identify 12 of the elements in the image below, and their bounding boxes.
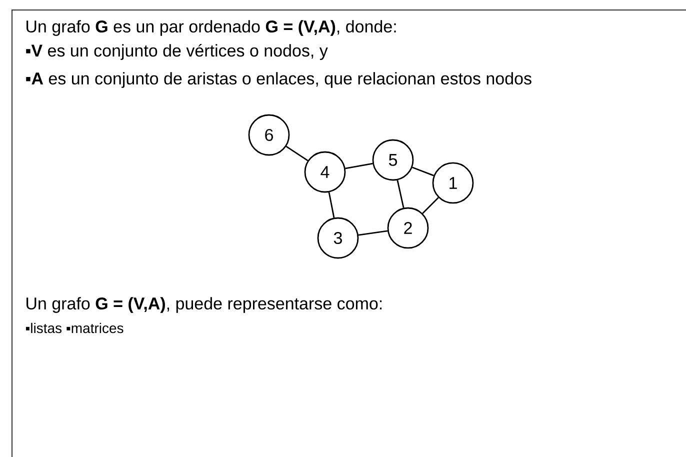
text-line: ▪V es un conjunto de vértices o nodos, y bbox=[26, 44, 328, 60]
edge-line bbox=[358, 230, 388, 236]
edge-line bbox=[422, 197, 439, 214]
edge-line bbox=[412, 166, 434, 176]
edge-line bbox=[396, 180, 404, 208]
text-line: Un grafo G = (V,A), puede representarse como: bbox=[26, 297, 382, 313]
edge-line bbox=[286, 146, 308, 162]
text-line: ▪listas ▪matrices bbox=[26, 322, 124, 334]
text-line: ▪A es un conjunto de aristas o enlaces, que relacionan estos nodos bbox=[26, 72, 532, 88]
edge-line bbox=[328, 192, 335, 218]
edge-line bbox=[345, 162, 373, 170]
text-line: Un grafo G es un par ordenado G = (V,A), donde: bbox=[26, 20, 396, 36]
